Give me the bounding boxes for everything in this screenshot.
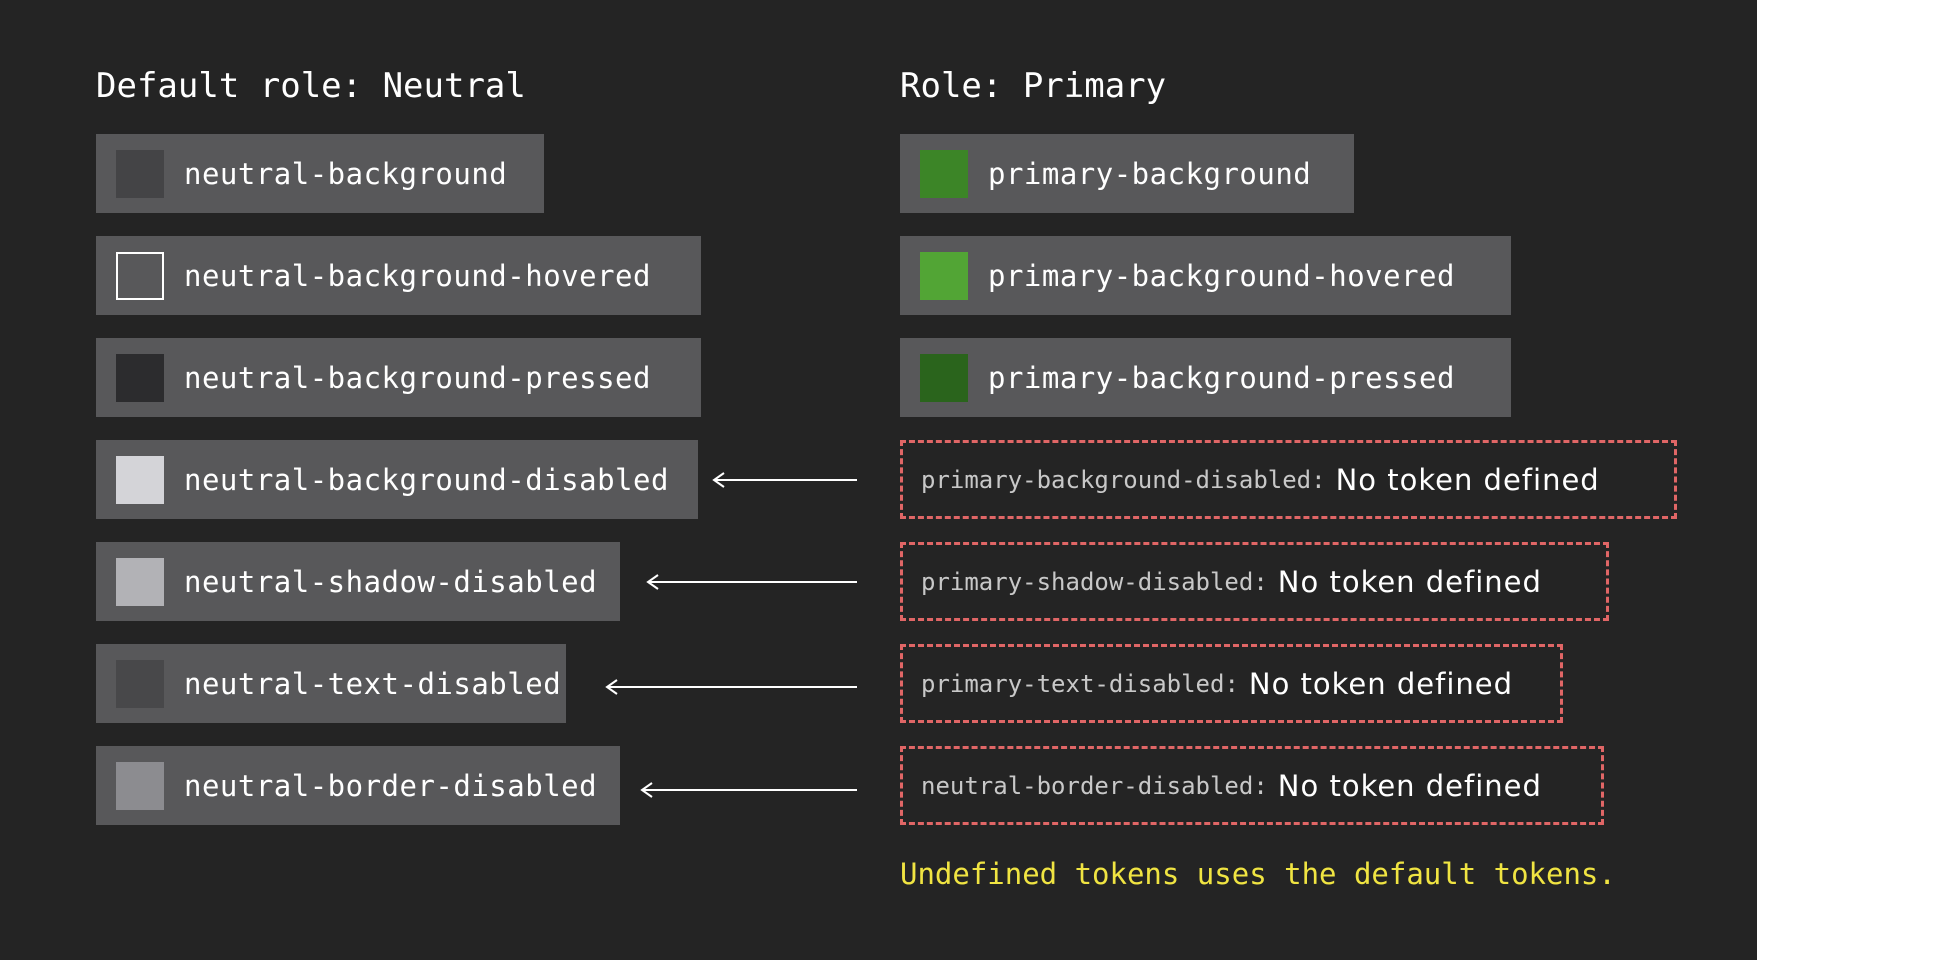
undefined-token-separator: : xyxy=(1253,567,1268,596)
token-label: primary-background xyxy=(988,156,1312,191)
token-label: primary-background-pressed xyxy=(988,360,1455,395)
color-swatch xyxy=(920,353,968,402)
token-primary-background-pressed: primary-background-pressed xyxy=(900,338,1511,417)
undefined-token-neutral-border-disabled: neutral-border-disabled: No token defined xyxy=(900,746,1604,825)
token-neutral-background-disabled: neutral-background-disabled xyxy=(96,440,698,519)
undefined-token-primary-shadow-disabled: primary-shadow-disabled: No token defined xyxy=(900,542,1609,621)
color-swatch xyxy=(116,353,164,402)
token-label: neutral-text-disabled xyxy=(184,666,562,701)
token-neutral-background-pressed: neutral-background-pressed xyxy=(96,338,701,417)
undefined-token-separator: : xyxy=(1311,465,1326,494)
arrow-left-icon xyxy=(712,470,858,490)
color-swatch xyxy=(116,251,164,300)
undefined-token-name: primary-background-disabled xyxy=(921,465,1312,494)
color-swatch xyxy=(116,149,164,198)
undefined-token-name: neutral-border-disabled xyxy=(921,771,1254,800)
token-neutral-background: neutral-background xyxy=(96,134,544,213)
primary-role-heading: Role: Primary xyxy=(900,66,1167,106)
undefined-token-primary-text-disabled: primary-text-disabled: No token defined xyxy=(900,644,1563,723)
diagram-canvas: Default role: Neutral Role: Primary neut… xyxy=(0,0,1757,960)
undefined-token-message: No token defined xyxy=(1277,564,1542,599)
color-swatch xyxy=(116,659,164,708)
color-swatch xyxy=(116,761,164,810)
token-neutral-text-disabled: neutral-text-disabled xyxy=(96,644,566,723)
undefined-token-name: primary-shadow-disabled xyxy=(921,567,1254,596)
color-swatch xyxy=(920,251,968,300)
token-neutral-shadow-disabled: neutral-shadow-disabled xyxy=(96,542,620,621)
token-label: primary-background-hovered xyxy=(988,258,1455,293)
undefined-token-name: primary-text-disabled xyxy=(921,669,1225,698)
undefined-token-message: No token defined xyxy=(1248,666,1514,701)
token-label: neutral-background-disabled xyxy=(184,462,669,497)
token-label: neutral-background-hovered xyxy=(184,258,651,293)
token-label: neutral-border-disabled xyxy=(184,768,598,803)
token-primary-background-hovered: primary-background-hovered xyxy=(900,236,1511,315)
undefined-token-separator: : xyxy=(1253,771,1268,800)
token-label: neutral-shadow-disabled xyxy=(184,564,598,599)
undefined-token-message: No token defined xyxy=(1335,462,1600,497)
token-label: neutral-background-pressed xyxy=(184,360,651,395)
undefined-token-message: No token defined xyxy=(1277,768,1542,803)
color-swatch xyxy=(920,149,968,198)
token-primary-background: primary-background xyxy=(900,134,1354,213)
token-neutral-background-hovered: neutral-background-hovered xyxy=(96,236,701,315)
undefined-token-primary-background-disabled: primary-background-disabled: No token def… xyxy=(900,440,1677,519)
token-neutral-border-disabled: neutral-border-disabled xyxy=(96,746,620,825)
undefined-token-separator: : xyxy=(1224,669,1239,698)
color-swatch xyxy=(116,455,164,504)
arrow-left-icon xyxy=(605,677,858,697)
neutral-role-heading: Default role: Neutral xyxy=(96,66,526,106)
arrow-left-icon xyxy=(646,572,858,592)
fallback-note: Undefined tokens uses the default tokens… xyxy=(900,857,1616,891)
color-swatch xyxy=(116,557,164,606)
token-label: neutral-background xyxy=(184,156,508,191)
arrow-left-icon xyxy=(640,780,858,800)
